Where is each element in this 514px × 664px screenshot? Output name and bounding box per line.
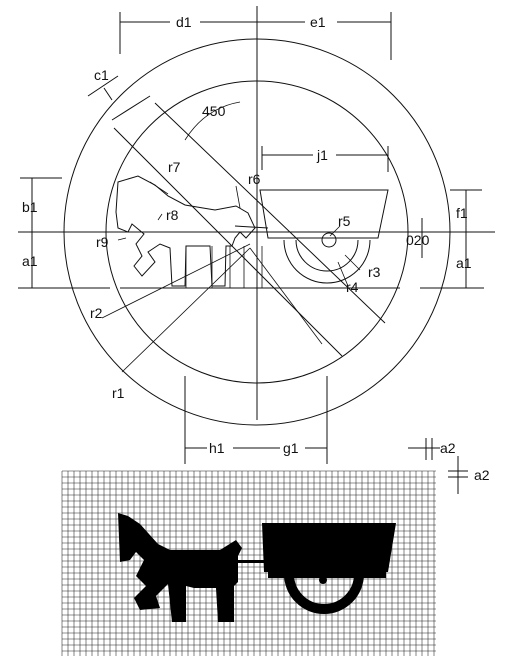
cart-box-silhouette (262, 523, 396, 572)
label-b1: b1 (22, 199, 38, 215)
hub-silhouette (319, 576, 327, 584)
c1-tick (103, 87, 113, 101)
leg-ref-lines (185, 246, 263, 288)
sign-construction: d1 e1 c1 450 j1 b1 a1 f1 020 a1 (18, 6, 495, 494)
shaft-line (234, 225, 269, 229)
wheel-outline (283, 239, 371, 284)
label-angle: 450 (202, 103, 226, 119)
horse-outline (115, 175, 256, 287)
bar-cap-top (111, 95, 151, 121)
label-o20: 020 (406, 232, 430, 248)
radius-leaders (101, 243, 323, 373)
angle-arc (184, 101, 241, 141)
hub-outline (321, 232, 337, 248)
horse-silhouette (118, 513, 242, 622)
label-j1: j1 (316, 147, 328, 163)
label-a2-vertical: a2 (474, 467, 490, 483)
label-r5: r5 (338, 213, 351, 229)
label-c1: c1 (94, 67, 109, 83)
label-r7: r7 (168, 159, 181, 175)
horse-cart-silhouette (118, 513, 396, 622)
cart-box-outline (259, 189, 389, 239)
label-a1-right: a1 (456, 255, 472, 271)
wheel-silhouette (284, 573, 364, 614)
label-e1: e1 (310, 14, 326, 30)
label-r6: r6 (248, 171, 261, 187)
label-r8: r8 (166, 207, 179, 223)
label-r3: r3 (368, 264, 381, 280)
label-h1: h1 (209, 440, 225, 456)
label-r9: r9 (96, 234, 109, 250)
label-g1: g1 (283, 440, 299, 456)
small-radius-leaders (117, 181, 361, 287)
label-r2: r2 (90, 305, 103, 321)
label-d1: d1 (176, 14, 192, 30)
c1-dim-line (87, 75, 119, 97)
label-r4: r4 (346, 279, 359, 295)
prohibition-bar (113, 102, 386, 357)
label-a1-left: a1 (22, 253, 38, 269)
shaft-silhouette (236, 560, 276, 563)
label-a2-horizontal: a2 (440, 440, 456, 456)
label-f1: f1 (456, 205, 468, 221)
label-r1: r1 (112, 385, 125, 401)
